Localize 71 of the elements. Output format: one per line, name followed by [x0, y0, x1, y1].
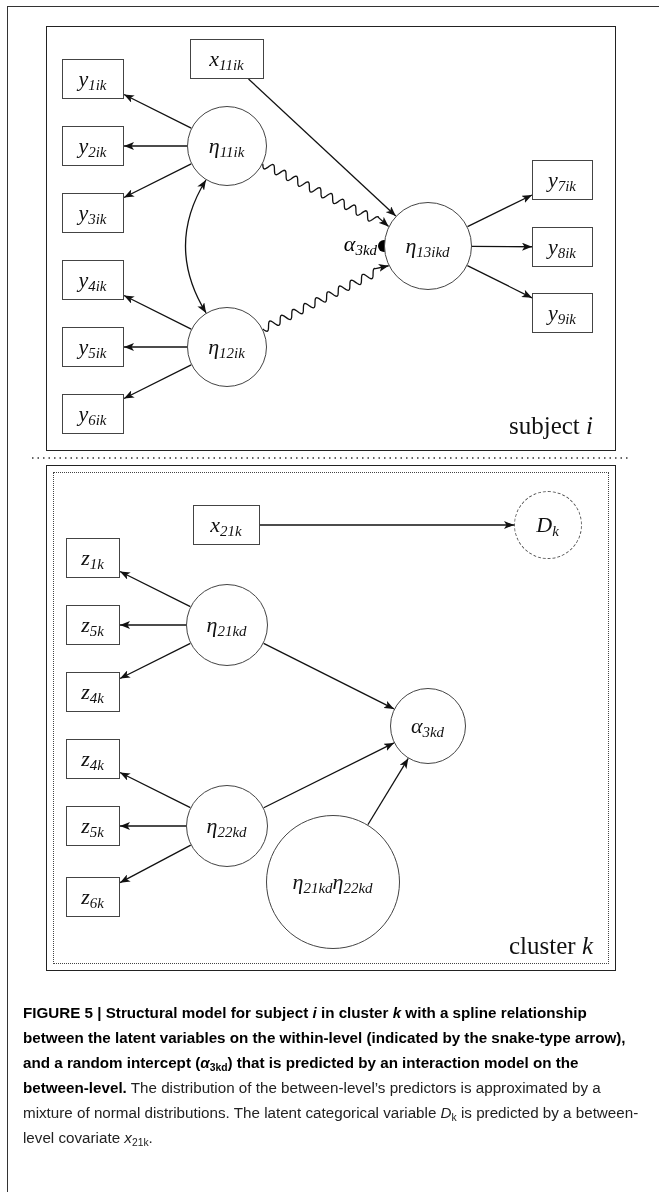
arrow	[263, 642, 395, 710]
observed-variable-box	[61, 192, 124, 233]
variable-label: D$_{k}$	[536, 511, 559, 538]
intercept-label: α$_{3kd}$	[343, 231, 377, 257]
latent-variable-circle	[186, 105, 267, 186]
variable-label: x$_{21k}$	[210, 511, 242, 538]
variable-label: y$_{3ik}$	[78, 199, 107, 226]
variable-label: z$_{5k}$	[81, 812, 104, 839]
arrow	[119, 570, 191, 608]
observed-variable-box	[531, 159, 593, 200]
level-frame	[46, 26, 616, 451]
variable-label: y$_{2ik}$	[78, 132, 107, 159]
arrow	[466, 264, 533, 299]
observed-variable-box	[531, 292, 593, 333]
variable-label: y$_{7ik}$	[547, 166, 576, 193]
variable-label: η$_{12ik}$	[208, 333, 245, 360]
variable-label: z$_{1k}$	[81, 544, 104, 571]
variable-label: y$_{1ik}$	[78, 65, 107, 92]
arrow	[119, 844, 192, 884]
observed-variable-box	[61, 393, 124, 434]
observed-variable-box	[65, 671, 120, 712]
variable-label: y$_{6ik}$	[78, 400, 107, 427]
variable-label: η$_{21kd}$	[206, 611, 247, 638]
wavy-arrow	[262, 264, 390, 332]
observed-variable-box	[65, 537, 120, 578]
observed-variable-box	[65, 805, 120, 846]
arrow	[259, 521, 515, 529]
variable-label: y$_{4ik}$	[78, 266, 107, 293]
arrow	[263, 742, 395, 809]
variable-label: z$_{4k}$	[81, 678, 104, 705]
variable-label: α$_{3kd}$	[410, 712, 445, 739]
variable-label: η$_{21kd}$η$_{22kd}$	[292, 868, 373, 895]
arrow	[123, 163, 192, 199]
arrow	[119, 642, 191, 680]
variable-label: η$_{13ikd}$	[405, 232, 450, 259]
variable-label: y$_{8ik}$	[547, 233, 576, 260]
variable-label: η$_{22kd}$	[206, 812, 247, 839]
arrow	[123, 294, 192, 330]
level-label: subject i	[508, 412, 593, 440]
double-headed-arrow	[184, 179, 207, 314]
variable-label: η$_{11ik}$	[208, 132, 245, 159]
arrow	[123, 142, 188, 150]
observed-variable-box	[61, 125, 124, 166]
variable-label: z$_{5k}$	[81, 611, 104, 638]
wavy-arrow	[262, 163, 390, 228]
arrow	[471, 242, 533, 251]
arrow	[119, 822, 187, 830]
observed-variable-box	[65, 738, 120, 779]
variable-label: x$_{11ik}$	[209, 45, 244, 72]
variable-label: z$_{4k}$	[81, 745, 104, 772]
observed-variable-box	[531, 226, 593, 267]
level-label: cluster k	[509, 932, 593, 960]
observed-variable-box	[65, 876, 120, 917]
arrow	[123, 364, 192, 400]
observed-variable-box	[61, 58, 124, 99]
arrow	[119, 621, 187, 629]
variable-label: y$_{5ik}$	[78, 333, 107, 360]
observed-variable-box	[192, 504, 260, 545]
variable-label: z$_{6k}$	[81, 883, 104, 910]
arrow	[466, 194, 533, 228]
arrow	[123, 93, 192, 129]
observed-variable-box	[65, 604, 120, 645]
arrow	[367, 757, 409, 826]
variable-label: y$_{9ik}$	[547, 299, 576, 326]
arrow	[123, 343, 188, 351]
figure-caption: FIGURE 5 | Structural model for subject i in cluster k with a spline relationship between the latent variables on the within-level (indicated by the snake-type arrow), and a random intercept (α$_{3kd}$) that is predicted by an interaction model on the between-level. The distribution of the between-level’s predictors is approximated by a mixture of normal distributions. The latent categorical variable D$_{k}$ is predicted by a between-level covariate x$_{21k}$.	[23, 1003, 640, 1150]
observed-variable-box	[61, 259, 124, 300]
arrow	[119, 771, 191, 809]
observed-variable-box	[61, 326, 124, 367]
observed-variable-box	[189, 38, 264, 79]
arrow	[247, 78, 397, 217]
